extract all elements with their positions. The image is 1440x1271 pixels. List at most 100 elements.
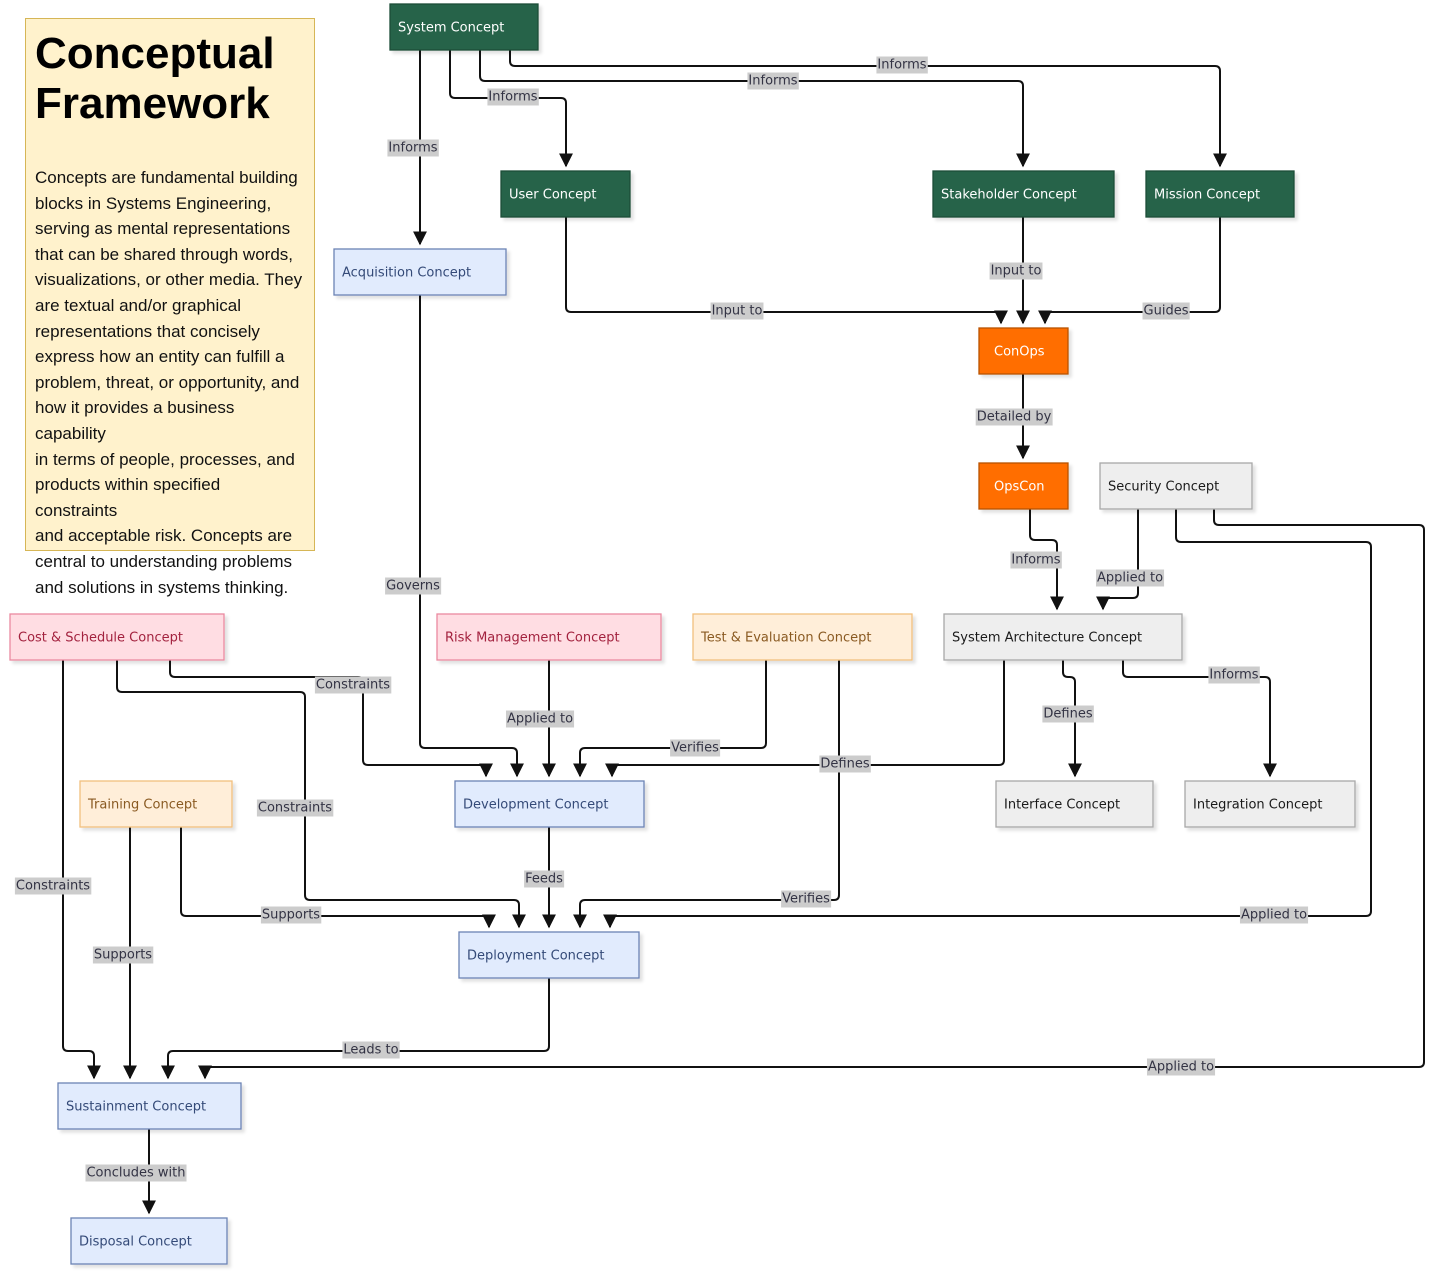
edge-label-background (1142, 302, 1190, 320)
edge-label-background (524, 870, 565, 888)
edge-label-background (314, 676, 392, 694)
node-testeval[interactable]: Test & Evaluation Concept (692, 613, 913, 661)
node-development[interactable]: Development Concept (454, 780, 645, 828)
edge-costsched-to-development (169, 660, 493, 778)
edge-label: Supports (260, 906, 322, 924)
edge-deployment-to-sustainment (161, 978, 550, 1080)
edge-label: Feeds (524, 870, 565, 888)
edge-security-to-sustainment (198, 509, 1425, 1080)
edge-label-background (876, 56, 928, 74)
edge-label-background (505, 710, 575, 728)
node-label: Security Concept (1108, 480, 1219, 495)
node-integration[interactable]: Integration Concept (1184, 780, 1356, 828)
edge-costsched-to-sustainment (62, 660, 101, 1080)
edge-label-text: Input to (991, 264, 1042, 279)
edge-acquisition-to-development (419, 295, 524, 778)
edge-label-text: Applied to (1148, 1060, 1214, 1075)
edge-label: Defines (819, 755, 871, 773)
node-training[interactable]: Training Concept (79, 780, 233, 828)
edge-label: Informs (1010, 551, 1062, 569)
edge-label-text: Input to (712, 304, 763, 319)
node-sysarch[interactable]: System Architecture Concept (943, 613, 1183, 661)
node-box (458, 931, 640, 979)
node-box (978, 327, 1069, 375)
edge-label-text: Supports (262, 908, 320, 923)
node-box (389, 3, 539, 51)
node-risk[interactable]: Risk Management Concept (436, 613, 662, 661)
edge-label-background (710, 302, 764, 320)
edge-label-text: Informs (877, 58, 926, 73)
edge-label-background (747, 72, 799, 90)
node-interface[interactable]: Interface Concept (995, 780, 1154, 828)
node-costsched[interactable]: Cost & Schedule Concept (9, 613, 225, 661)
edge-label: Informs (487, 88, 539, 106)
node-box (333, 248, 507, 296)
edge-label: Constraints (314, 676, 392, 694)
edge-label: Constraints (14, 877, 92, 895)
edge-label-text: Defines (820, 757, 869, 772)
edge-label-text: Applied to (507, 712, 573, 727)
node-label: Development Concept (463, 798, 608, 813)
node-label: Mission Concept (1154, 188, 1260, 203)
edge-label: Input to (989, 262, 1043, 280)
edge-label: Guides (1142, 302, 1190, 320)
node-label: Cost & Schedule Concept (18, 631, 183, 646)
edge-label: Informs (387, 139, 439, 157)
edge-mission-to-conops (1038, 217, 1221, 325)
node-security[interactable]: Security Concept (1099, 462, 1253, 510)
edge-label-background (1042, 705, 1094, 723)
node-deployment[interactable]: Deployment Concept (458, 931, 640, 979)
edge-label-text: Constraints (258, 801, 332, 816)
edge-label-text: Detailed by (977, 410, 1052, 425)
edge-label-background (1239, 906, 1309, 924)
node-label: ConOps (994, 345, 1045, 360)
node-box (692, 613, 913, 661)
edge-label-background (387, 139, 439, 157)
node-disposal[interactable]: Disposal Concept (70, 1217, 228, 1265)
edge-label-text: Defines (1043, 707, 1092, 722)
edge-label: Informs (876, 56, 928, 74)
edge-user-to-conops (565, 217, 1008, 325)
node-box (70, 1217, 228, 1265)
node-sustainment[interactable]: Sustainment Concept (57, 1082, 242, 1130)
edge-label: Governs (385, 577, 442, 595)
edge-testeval-to-development (573, 660, 767, 778)
edge-label: Applied to (505, 710, 575, 728)
edge-system-to-mission (509, 50, 1227, 168)
edge-system-to-stakeholder (479, 50, 1030, 168)
node-mission[interactable]: Mission Concept (1145, 170, 1295, 218)
edge-label-background (85, 1164, 187, 1182)
edge-label-background (1010, 551, 1062, 569)
intro-body: Concepts are fundamental building blocks… (35, 168, 303, 597)
edge-label-background (256, 799, 334, 817)
edges-layer (62, 50, 1425, 1215)
edge-security-to-sysarch (1096, 509, 1139, 611)
edge-system-to-user (449, 50, 573, 168)
node-label: Test & Evaluation Concept (700, 631, 872, 646)
edge-label: Informs (1208, 666, 1260, 684)
edge-label-background (975, 408, 1053, 426)
edge-label-background (989, 262, 1043, 280)
edge-label-background (14, 877, 92, 895)
node-user[interactable]: User Concept (500, 170, 631, 218)
node-acquisition[interactable]: Acquisition Concept (333, 248, 507, 296)
edge-label: Applied to (1095, 569, 1165, 587)
node-label: System Concept (398, 21, 504, 36)
edge-sysarch-to-interface (1062, 660, 1082, 778)
edge-label: Leads to (342, 1041, 400, 1059)
edge-label-background (1208, 666, 1260, 684)
node-conops[interactable]: ConOps (978, 327, 1069, 375)
edge-label-text: Constraints (16, 879, 90, 894)
edge-label-text: Governs (386, 579, 440, 594)
node-stakeholder[interactable]: Stakeholder Concept (932, 170, 1115, 218)
node-opscon[interactable]: OpsCon (978, 462, 1069, 510)
edge-label: Input to (710, 302, 764, 320)
edge-label: Applied to (1146, 1058, 1216, 1076)
node-label: Interface Concept (1004, 798, 1120, 813)
node-box (500, 170, 631, 218)
edge-label: Defines (1042, 705, 1094, 723)
edge-label-text: Applied to (1241, 908, 1307, 923)
node-system[interactable]: System Concept (389, 3, 539, 51)
edge-label: Supports (92, 946, 154, 964)
